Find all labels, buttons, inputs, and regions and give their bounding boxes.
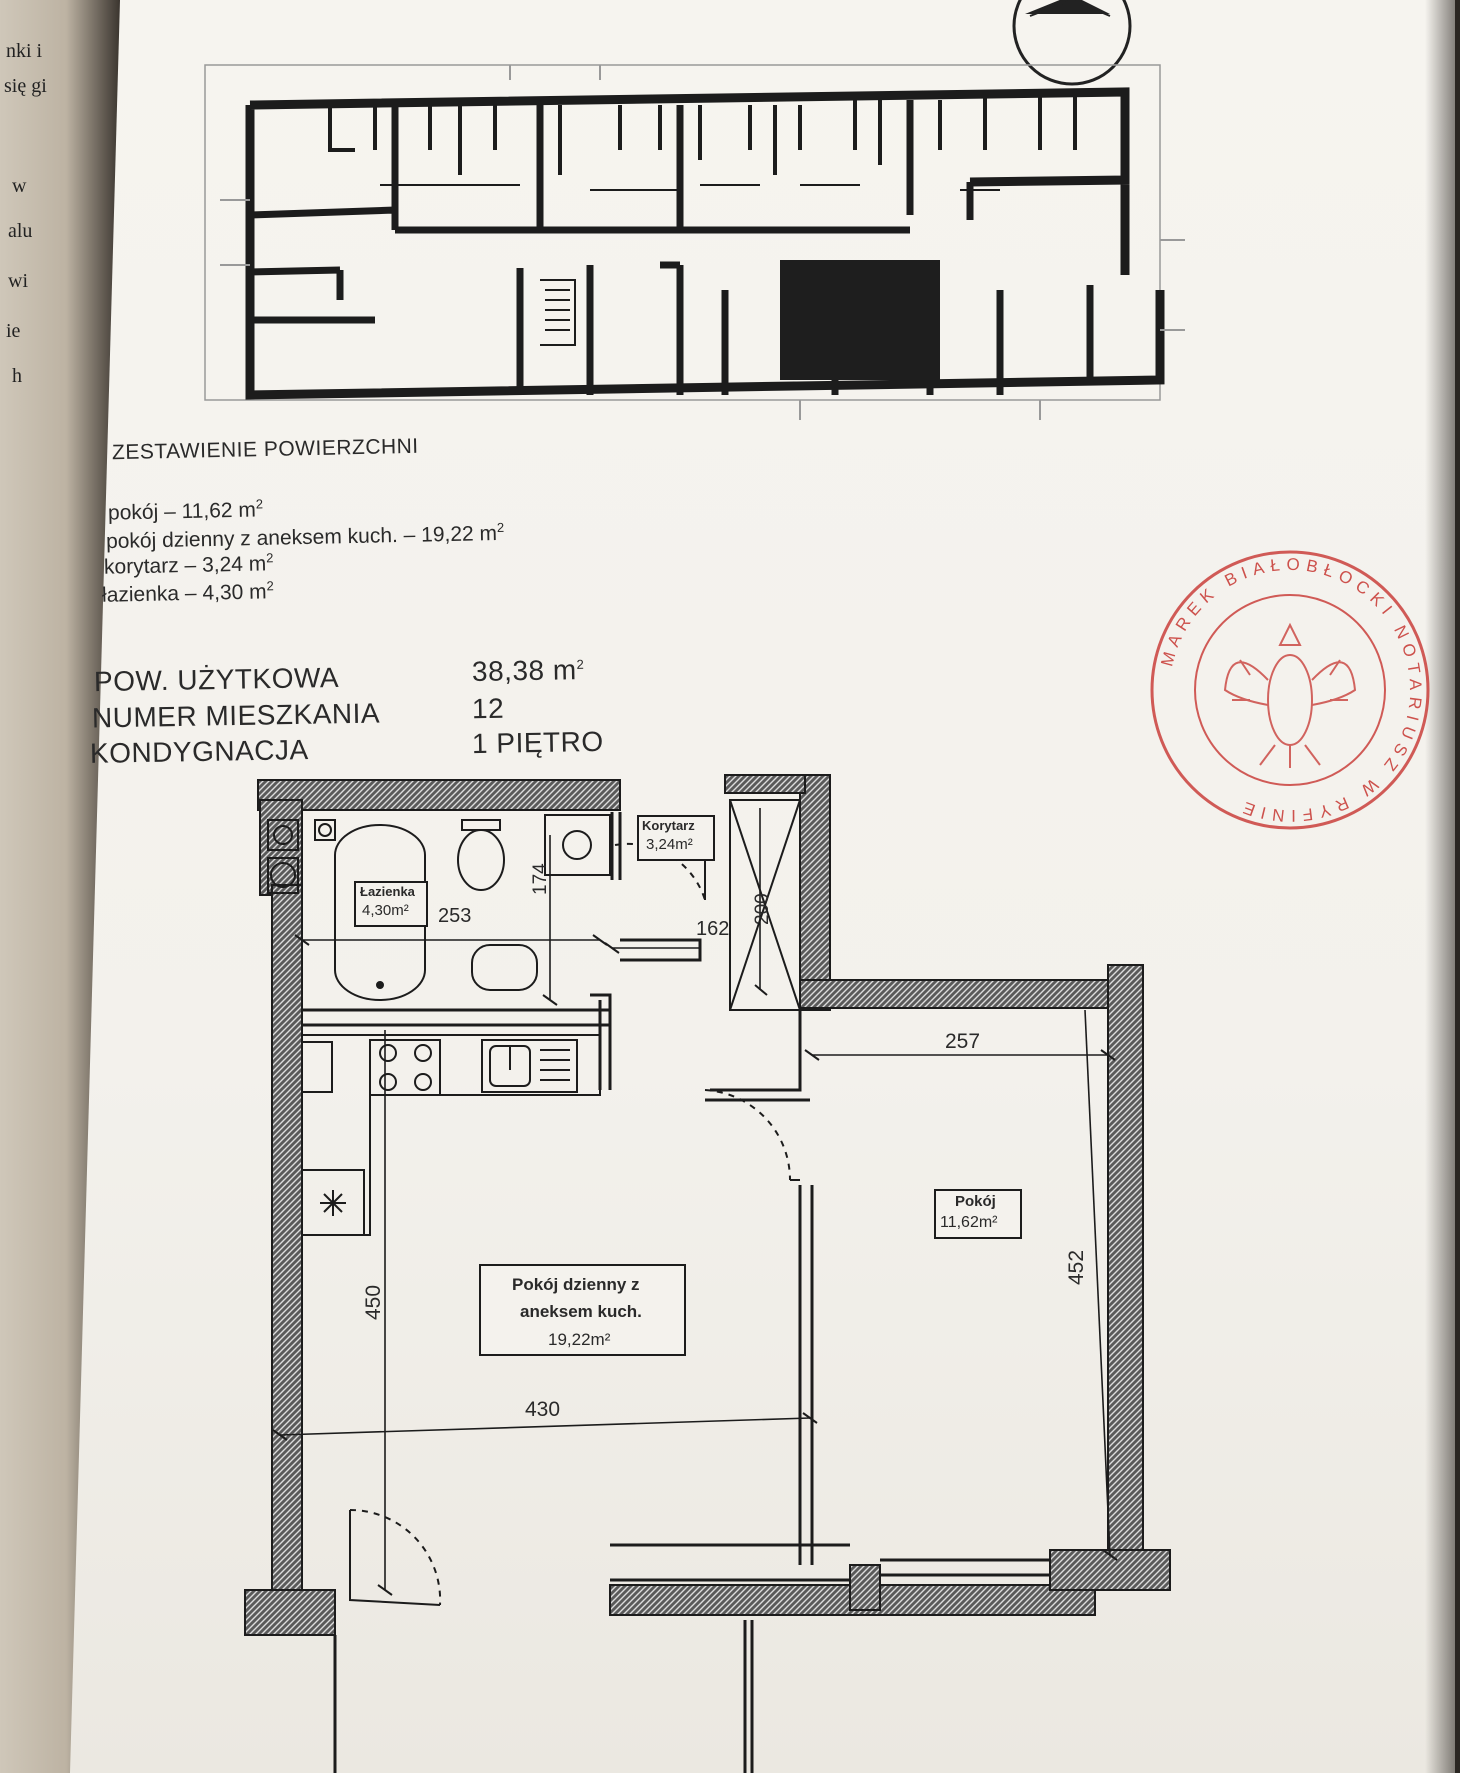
area-separator: – bbox=[178, 581, 203, 606]
dimension-label: 450 bbox=[362, 1284, 385, 1320]
apartment-number-value: 12 bbox=[471, 692, 505, 725]
wall-shaft-top bbox=[724, 774, 806, 794]
dimension-label: 200 bbox=[752, 893, 773, 925]
dimension-label: 430 bbox=[525, 1398, 561, 1421]
area-label: korytarz bbox=[103, 554, 179, 579]
area-value: 4,30 m bbox=[202, 580, 267, 605]
area-value: 3,24 m bbox=[201, 552, 267, 577]
eagle-emblem-icon bbox=[1223, 622, 1357, 768]
kitchen-counter bbox=[301, 1034, 601, 1236]
dimension-ticks bbox=[272, 934, 1118, 1596]
area-row-corridor: korytarz – 3,24 m2 bbox=[104, 550, 274, 580]
room-area-label: 11,62m² bbox=[940, 1214, 998, 1231]
area-separator: – bbox=[157, 500, 182, 524]
dimension-label: 174 bbox=[530, 863, 551, 895]
room-label: Pokój bbox=[955, 1193, 996, 1210]
door-leaves bbox=[349, 830, 800, 1606]
living-room-label-line2: aneksem kuch. bbox=[520, 1302, 642, 1321]
usable-area-number: 38,38 m bbox=[471, 654, 577, 687]
wall-shaft-right bbox=[799, 774, 831, 1011]
partitions bbox=[302, 812, 1050, 1773]
label-boxes bbox=[354, 815, 1022, 1356]
area-separator: – bbox=[397, 523, 422, 548]
area-unit-exponent: 2 bbox=[255, 496, 264, 512]
area-row-bathroom: łazienka – 4,30 m2 bbox=[102, 578, 274, 608]
area-label: pokój bbox=[107, 500, 159, 525]
page-edge-shadow bbox=[1425, 0, 1455, 1773]
storey-label: KONDYGNACJA bbox=[89, 734, 309, 769]
dimension-lines bbox=[279, 808, 1111, 1590]
door-swings bbox=[349, 842, 792, 1606]
dimension-label: 253 bbox=[438, 905, 472, 927]
left-page-fragment: wi bbox=[8, 270, 28, 292]
dimension-label: 257 bbox=[945, 1030, 981, 1053]
corridor-area-label: 3,24m² bbox=[646, 836, 693, 853]
bathroom-label: Łazienka bbox=[360, 884, 415, 899]
area-value: 19,22 m bbox=[420, 521, 498, 547]
usable-area-exponent: 2 bbox=[576, 656, 585, 672]
ventilation-shaft bbox=[729, 799, 801, 1011]
dimension-label: 452 bbox=[1065, 1249, 1088, 1285]
area-unit-exponent: 2 bbox=[265, 550, 274, 566]
area-label: pokój dzienny z aneksem kuch. bbox=[105, 524, 399, 554]
storey-value: 1 PIĘTRO bbox=[471, 725, 604, 760]
wall-room-top bbox=[799, 979, 1121, 1009]
usable-area-label: POW. UŻYTKOWA bbox=[93, 661, 340, 698]
wall-left bbox=[271, 884, 303, 1606]
apartment-number-label: NUMER MIESZKANIA bbox=[91, 697, 381, 734]
area-unit-exponent: 2 bbox=[266, 578, 274, 594]
bathroom-fixtures bbox=[267, 814, 611, 1001]
bathroom-area-label: 4,30m² bbox=[362, 902, 409, 919]
wall-left-upper bbox=[259, 799, 303, 896]
wall-bottom-left bbox=[244, 1589, 336, 1636]
corridor-label: Korytarz bbox=[642, 818, 695, 833]
area-row-room: pokój – 11,62 m2 bbox=[108, 496, 264, 525]
wall-top bbox=[257, 779, 621, 811]
left-page-fragment: się gi bbox=[4, 75, 47, 97]
building-plan bbox=[204, 64, 1185, 420]
left-page-fragment: alu bbox=[8, 220, 33, 242]
compass-icon bbox=[1012, 0, 1132, 86]
dimension-label: 162 bbox=[696, 918, 730, 940]
left-page-fragment: nki i bbox=[6, 40, 43, 62]
notary-stamp: MAREK BIAŁOBŁOCKI NOTARIUSZ W RYFINIE bbox=[1150, 550, 1430, 830]
usable-area-value: 38,38 m2 bbox=[472, 654, 585, 688]
apartment-plan bbox=[244, 774, 1171, 1773]
area-label: łazienka bbox=[101, 582, 180, 607]
wall-pier bbox=[849, 1564, 881, 1611]
living-room-label-line1: Pokój dzienny z bbox=[512, 1275, 640, 1294]
area-separator: – bbox=[178, 553, 203, 578]
living-room-area-label: 19,22m² bbox=[548, 1330, 611, 1349]
left-page-fragment: h bbox=[12, 365, 22, 387]
left-page-fragment: ie bbox=[6, 320, 21, 342]
area-unit-exponent: 2 bbox=[496, 519, 505, 535]
area-value: 11,62 m bbox=[181, 498, 257, 524]
wall-right bbox=[1107, 964, 1144, 1556]
left-page-fragment: w bbox=[12, 175, 27, 197]
